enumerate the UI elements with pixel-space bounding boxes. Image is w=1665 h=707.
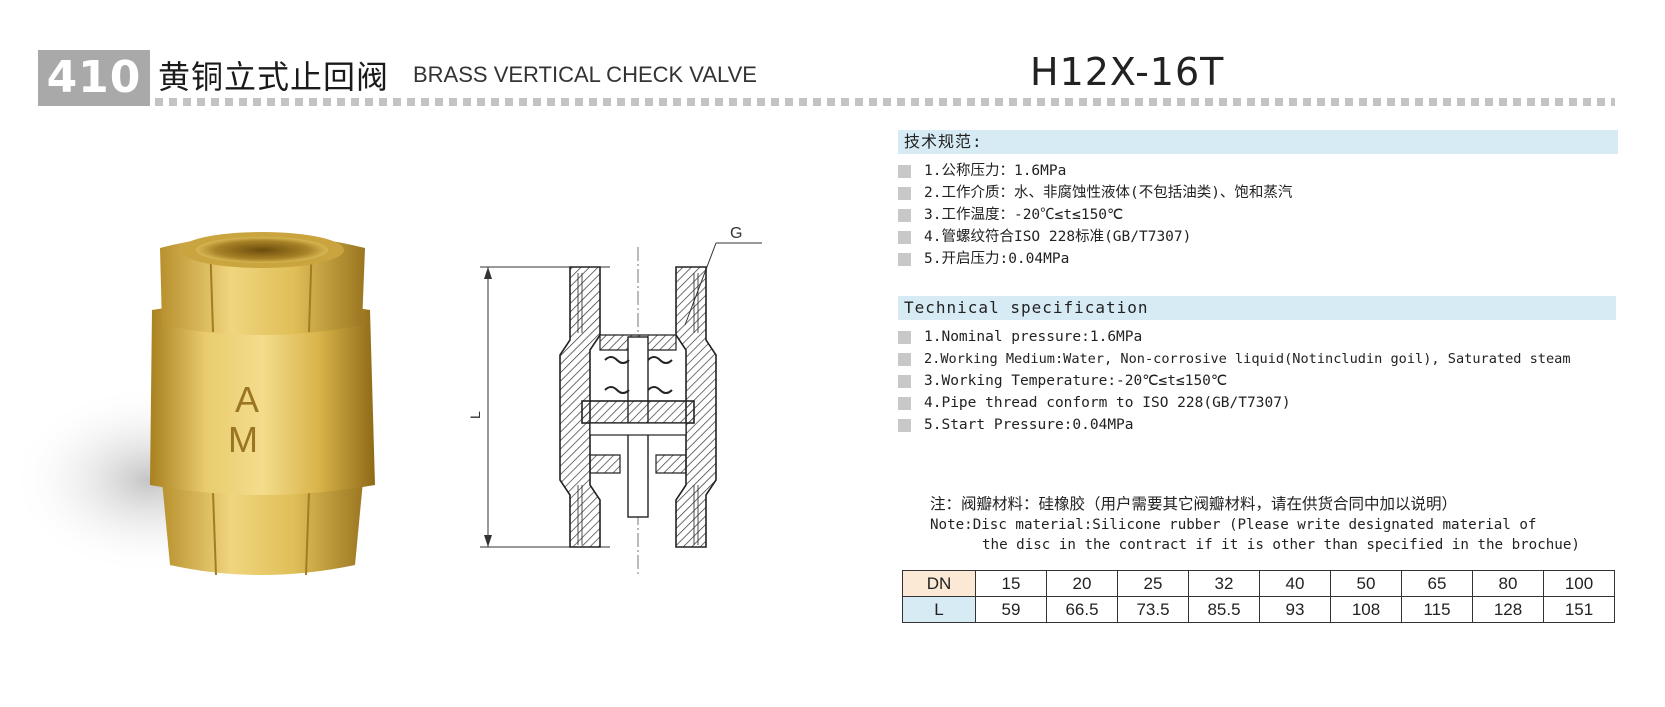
bullet-square-icon [898,253,911,266]
catalog-number-badge: 410 [38,50,150,106]
table-cell: 25 [1117,570,1189,597]
spec-cn-item: 4.管螺纹符合ISO 228标准(GB/T7307) [898,226,1292,248]
spec-cn-item: 5.开启压力:0.04MPa [898,248,1292,270]
table-row-l: L 59 66.5 73.5 85.5 93 108 115 128 151 [902,596,1615,623]
table-cell: 128 [1472,596,1544,623]
brass-valve-photo: A M [20,232,375,576]
bullet-square-icon [898,353,911,366]
spec-en-item: 5.Start Pressure:0.04MPa [898,414,1571,436]
spec-en-title: Technical specification [898,296,1616,320]
logo-letter-m: M [228,419,258,460]
table-cell: 59 [975,596,1047,623]
spec-cn-title: 技术规范: [898,130,1618,154]
table-header-dn: DN [902,570,976,597]
valve-cross-section-drawing: L G [470,225,762,575]
table-cell: 40 [1259,570,1331,597]
table-cell: 151 [1543,596,1615,623]
table-cell: 115 [1401,596,1473,623]
table-cell: 66.5 [1046,596,1118,623]
table-cell: 80 [1472,570,1544,597]
spec-en-item: 1.Nominal pressure:1.6MPa [898,326,1571,348]
bullet-square-icon [898,187,911,200]
table-cell: 73.5 [1117,596,1189,623]
title-english: BRASS VERTICAL CHECK VALVE [413,62,757,87]
table-cell: 50 [1330,570,1402,597]
bullet-square-icon [898,331,911,344]
valve-body [150,301,375,495]
bullet-square-icon [898,231,911,244]
table-cell: 65 [1401,570,1473,597]
table-cell: 32 [1188,570,1260,597]
table-row-dn: DN 15 20 25 32 40 50 65 80 100 [902,570,1615,597]
table-cell: 85.5 [1188,596,1260,623]
dimension-table: DN 15 20 25 32 40 50 65 80 100 L 59 66.5… [902,570,1615,623]
bullet-square-icon [898,419,911,432]
spec-cn-list: 1.公称压力：1.6MPa 2.工作介质：水、非腐蚀性液体(不包括油类)、饱和蒸… [898,160,1292,270]
note-english-line2: the disc in the contract if it is other … [982,537,1580,553]
table-cell: 93 [1259,596,1331,623]
logo-letter-a: A [235,379,259,420]
thread-label-g: G [730,225,742,242]
bullet-square-icon [898,375,911,388]
spec-en-item: 2.Working Medium:Water, Non-corrosive li… [898,348,1571,370]
table-cell: 100 [1543,570,1615,597]
note-chinese: 注：阀瓣材料：硅橡胶（用户需要其它阀瓣材料，请在供货合同中加以说明） [930,495,1458,513]
table-header-l: L [902,596,976,623]
spec-en-item: 3.Working Temperature:-20℃≤t≤150℃ [898,370,1571,392]
spec-en-list: 1.Nominal pressure:1.6MPa 2.Working Medi… [898,326,1571,436]
dimension-label-l: L [470,411,483,419]
valve-bore [196,237,328,263]
spec-cn-item: 2.工作介质：水、非腐蚀性液体(不包括油类)、饱和蒸汽 [898,182,1292,204]
title-chinese: 黄铜立式止回阀 [158,58,390,96]
bullet-square-icon [898,209,911,222]
model-number: H12X-16T [1030,50,1225,94]
bullet-square-icon [898,397,911,410]
spec-cn-item: 3.工作温度：-20℃≤t≤150℃ [898,204,1292,226]
spec-cn-item: 1.公称压力：1.6MPa [898,160,1292,182]
spec-en-item: 4.Pipe thread conform to ISO 228(GB/T730… [898,392,1571,414]
bullet-square-icon [898,165,911,178]
table-cell: 108 [1330,596,1402,623]
note-english-line1: Note:Disc material:Silicone rubber (Plea… [930,517,1537,533]
table-cell: 15 [975,570,1047,597]
table-cell: 20 [1046,570,1118,597]
header-dashed-divider [155,98,1615,106]
